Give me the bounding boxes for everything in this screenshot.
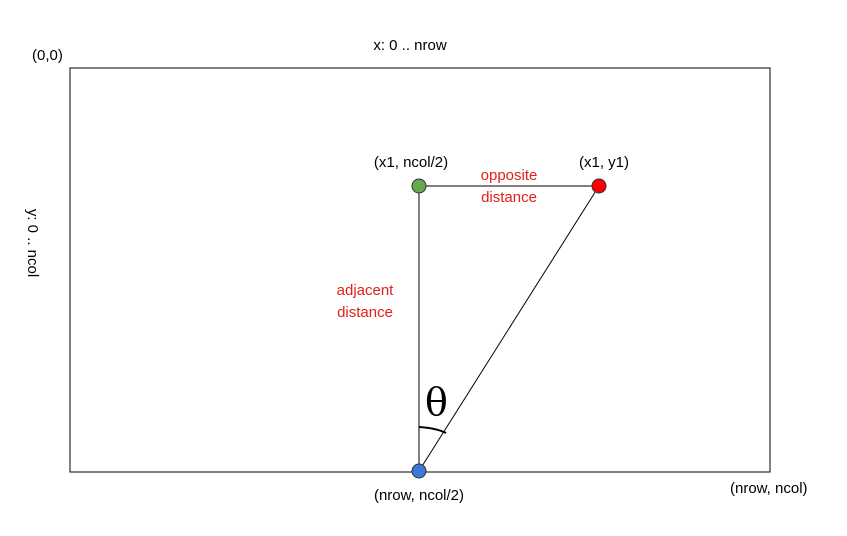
adjacent-distance-label-line2: distance	[337, 304, 393, 321]
angle-arc	[418, 426, 447, 434]
adjacent-distance-label-line1: adjacent	[337, 282, 395, 299]
opposite-distance-label-line2: distance	[481, 189, 537, 206]
x-range-label: x: 0 .. nrow	[373, 37, 447, 54]
theta-label: θ	[425, 380, 448, 424]
blue-point	[411, 463, 427, 479]
grid-boundary-rect	[69, 67, 771, 473]
hypotenuse-edge	[418, 185, 600, 472]
green-point	[411, 178, 427, 194]
opposite-distance-label-line1: opposite	[481, 167, 538, 184]
green-point-label: (x1, ncol/2)	[374, 154, 448, 171]
origin-label: (0,0)	[32, 47, 63, 64]
y-range-label: y: 0 .. ncol	[24, 209, 41, 277]
red-point	[591, 178, 607, 194]
red-point-label: (x1, y1)	[579, 154, 629, 171]
blue-point-label: (nrow, ncol/2)	[374, 487, 464, 504]
far-corner-label: (nrow, ncol)	[730, 480, 808, 497]
